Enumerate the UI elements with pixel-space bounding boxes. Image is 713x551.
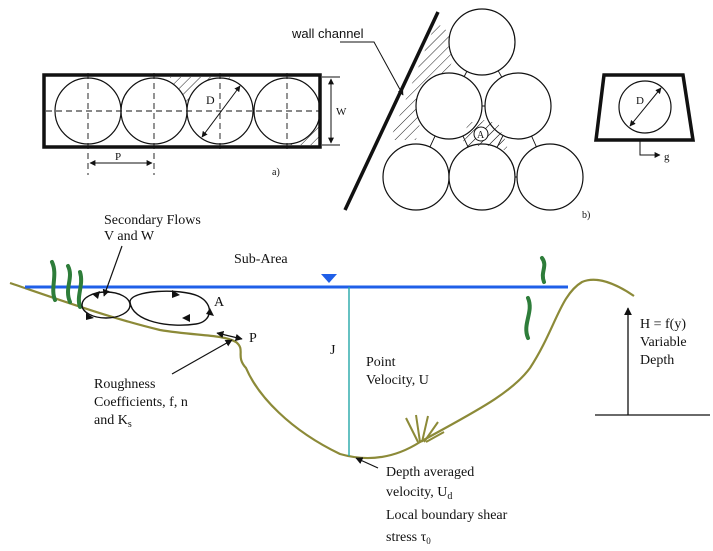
depth-averaged-label-2: velocity, Ud (386, 485, 452, 502)
depth-averaged-label-1: Depth averaged (386, 465, 474, 480)
panel-a-label: a) (272, 167, 280, 178)
trapezoid-channel (594, 73, 696, 142)
gap-label: g (664, 151, 670, 163)
bed-grass-tuft (405, 414, 445, 443)
channel-area-label: A (214, 295, 225, 310)
diameter-label: D (206, 93, 215, 107)
hatched-wall-subarea (390, 22, 456, 140)
water-level-marker (321, 274, 337, 283)
wall-line (343, 11, 440, 211)
j-label: J (330, 343, 336, 358)
subarea-a-marker (473, 126, 489, 142)
vegetation-left-1 (50, 260, 57, 302)
vegetation (50, 256, 547, 340)
shear-stress-label-2: stress τ0 (386, 530, 431, 546)
roughness-leader (171, 339, 233, 375)
secondary-flows-label-1: Secondary Flows (104, 213, 201, 228)
panel-a: D W P a) (42, 73, 347, 178)
roughness-label-3: and Ks (94, 413, 132, 430)
channel-perimeter-label: P (249, 331, 257, 346)
vegetation-left-3 (76, 270, 84, 309)
pitch-label: P (115, 151, 121, 163)
point-velocity-label-1: Point (366, 355, 396, 370)
wall-label-leader (340, 41, 404, 96)
diameter-arrow (201, 85, 241, 138)
diameter-c-arrow (629, 87, 662, 127)
vegetation-left-2 (66, 264, 72, 304)
rod-b-mid-right (484, 72, 552, 140)
variable-label: Variable (640, 335, 687, 350)
channel-box (42, 73, 322, 149)
rod-b-mid-left (415, 72, 483, 140)
vegetation-right-2 (540, 256, 547, 284)
rod-b-bottom-mid (448, 143, 516, 211)
width-label: W (336, 106, 347, 118)
secondary-flows-leader (102, 245, 123, 297)
panel-b: A wall channel b) (291, 8, 590, 221)
secondary-flows-label-2: V and W (104, 229, 155, 244)
depth-averaged-leader (355, 457, 379, 469)
point-velocity-label-2: Velocity, U (366, 373, 429, 388)
panel-c: D g (594, 73, 696, 163)
channel-cross-section: A P Secondary Flows V and W Sub-Area J P… (9, 213, 710, 546)
shear-stress-label-1: Local boundary shear (386, 508, 508, 523)
roughness-label-2: Coefficients, f, n (94, 395, 188, 410)
panel-b-label: b) (582, 210, 590, 221)
rod-b-top (448, 8, 516, 76)
wall-channel-label: wall channel (291, 26, 364, 41)
subarea-a-label: A (477, 130, 485, 141)
vegetation-right-1 (524, 296, 532, 340)
secondary-flow-cell-2 (129, 290, 211, 326)
channel-bed (9, 278, 635, 460)
depth-label: Depth (640, 353, 674, 368)
depth-function-label: H = f(y) (640, 317, 686, 332)
rod-b-bottom-left (382, 143, 450, 211)
flow-arrowheads (86, 290, 214, 322)
perimeter-arrow (216, 331, 243, 341)
roughness-label-1: Roughness (94, 377, 155, 392)
diameter-c-label: D (636, 95, 644, 107)
rod-b-bottom-right (516, 143, 584, 211)
gap-arrow (639, 140, 661, 158)
sub-area-label: Sub-Area (234, 252, 288, 267)
